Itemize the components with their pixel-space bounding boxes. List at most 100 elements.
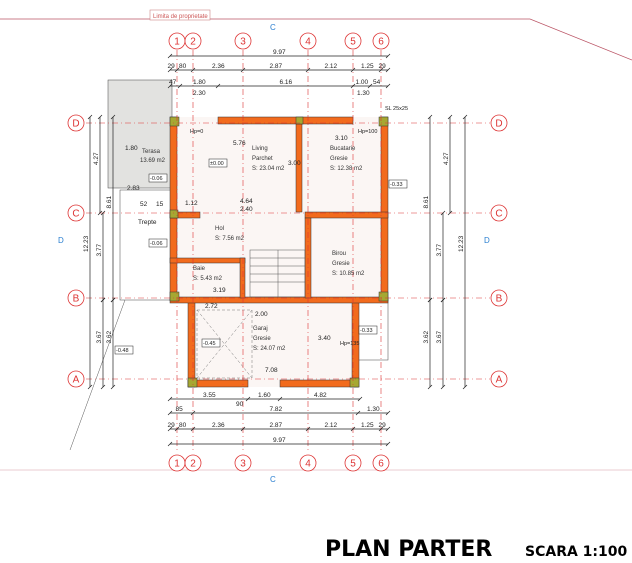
dim-tick: [215, 83, 221, 89]
room-dimension: 3.19: [213, 287, 226, 294]
dim-tick: [462, 114, 468, 120]
dim-value: 4.27: [443, 152, 450, 165]
room-dimension: 7.08: [265, 367, 278, 374]
dim-tick: [378, 426, 384, 432]
plan-title: PLAN PARTER: [325, 537, 492, 562]
section-mark-c-top: C: [270, 23, 276, 32]
property-line: Limita de proprietate: [0, 9, 632, 471]
axis-label: A: [73, 375, 80, 386]
dim-value: 29: [168, 63, 176, 70]
room-dimension: 2.83: [127, 185, 140, 192]
axis-label: 2: [190, 459, 196, 470]
dim-value: 1.25: [361, 422, 374, 429]
room-name: Hol: [215, 226, 224, 232]
axis-label: 2: [190, 37, 196, 48]
dim-tick: [350, 426, 356, 432]
dim-value: 2.12: [325, 63, 338, 70]
dim-value: 1.30: [357, 90, 370, 97]
room-area: S: 10.85 m2: [332, 271, 365, 277]
dim-tick: [378, 67, 384, 73]
dim-tick: [87, 384, 93, 390]
dim-tick: [447, 210, 453, 216]
dim-value: 8.61: [423, 195, 430, 208]
dim-tick: [385, 53, 391, 59]
room-name: Baie: [193, 266, 206, 272]
room-dimension: 3.40: [318, 335, 331, 342]
dim-tick: [100, 210, 106, 216]
axis-label: 3: [240, 459, 246, 470]
axis-label: 3: [240, 37, 246, 48]
axis-bubble-2: [184, 32, 202, 50]
dim-value: 3.77: [96, 243, 103, 256]
dim-tick: [240, 426, 246, 432]
dim-tick: [440, 384, 446, 390]
level-marker: Hp=100: [358, 129, 377, 135]
dim-value: 1.30: [367, 406, 380, 413]
section-mark-d-left: D: [58, 236, 64, 245]
dim-value: 3.55: [203, 392, 216, 399]
dim-value: 1.00: [356, 79, 369, 86]
axis-label: C: [495, 209, 502, 220]
axis-bubble-C: [67, 204, 85, 222]
level-marker: -0.33: [390, 182, 403, 188]
dim-value: 47: [169, 79, 177, 86]
dim-tick: [167, 426, 173, 432]
dim-tick: [177, 83, 183, 89]
dim-tick: [440, 210, 446, 216]
dim-value: 2.36: [212, 63, 225, 70]
level-marker: Hp=135: [340, 341, 359, 347]
room-dimension: 15: [156, 201, 164, 208]
dim-value: 85: [176, 406, 184, 413]
dim-value: 1.80: [193, 79, 206, 86]
room-dimension: 2.00: [255, 311, 268, 318]
axis-bubble-5: [344, 454, 362, 472]
dim-tick: [427, 114, 433, 120]
dim-tick: [355, 410, 361, 416]
level-marker-box: [358, 325, 378, 335]
axis-bubble-2: [184, 454, 202, 472]
dim-tick: [245, 396, 251, 402]
axis-label: 5: [350, 37, 356, 48]
level-marker: -0.06: [150, 176, 163, 182]
axis-bubble-6: [372, 454, 390, 472]
room-area: S: 23.04 m2: [252, 166, 285, 172]
dim-tick: [167, 396, 173, 402]
level-marker: -0.45: [203, 341, 216, 347]
dim-value: 9.97: [273, 437, 286, 444]
level-marker: SL 25x25: [385, 106, 408, 112]
dim-tick: [427, 384, 433, 390]
dim-value: 2.12: [325, 422, 338, 429]
dim-tick: [167, 83, 173, 89]
dim-tick: [240, 67, 246, 73]
axis-label: 1: [174, 37, 180, 48]
room-area: S: 12.38 m2: [330, 166, 363, 172]
dim-value: 9.97: [273, 49, 286, 56]
axis-bubble-C: [490, 204, 508, 222]
section-marks: C C D D: [58, 23, 490, 484]
axis-label: B: [496, 294, 503, 305]
room-dimension: 4.64: [240, 198, 253, 205]
dim-tick: [462, 384, 468, 390]
axis-bubble-D: [490, 114, 508, 132]
dim-tick: [87, 114, 93, 120]
axis-label: 4: [305, 37, 311, 48]
room-dimension: 5.76: [233, 140, 246, 147]
room-name: Bucatarie: [330, 146, 356, 152]
dim-tick: [190, 426, 196, 432]
level-marker-box: [148, 173, 168, 183]
dim-value: 3.77: [436, 243, 443, 256]
dim-tick: [440, 297, 446, 303]
level-marker: ±0.00: [210, 161, 224, 167]
room-name: Garaj: [253, 326, 268, 332]
plan-scale: SCARA 1:100: [525, 544, 628, 560]
level-marker: Hp=0: [190, 129, 203, 135]
axis-label: 1: [174, 459, 180, 470]
axis-label: 5: [350, 459, 356, 470]
room-dimension: 2.72: [205, 303, 218, 310]
dim-tick: [190, 410, 196, 416]
dim-value: 29: [379, 422, 387, 429]
dim-tick: [447, 114, 453, 120]
level-marker-box: [208, 158, 228, 168]
room-dimension: 3.10: [335, 135, 348, 142]
